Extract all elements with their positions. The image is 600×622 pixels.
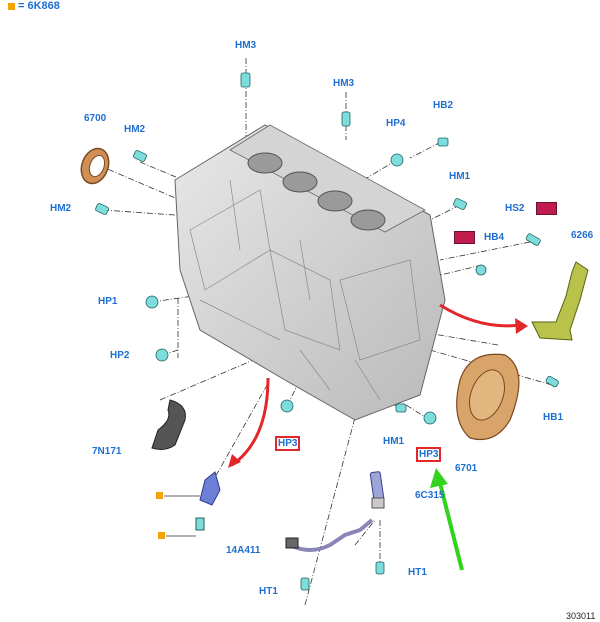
label-hm2: HM2 bbox=[50, 203, 72, 214]
harness-14a411 bbox=[285, 518, 374, 552]
fasteners bbox=[95, 72, 559, 591]
legend: = 6K868 bbox=[8, 0, 60, 12]
label-hm2-top: HM2 bbox=[124, 124, 146, 135]
label-hb1: HB1 bbox=[543, 412, 564, 423]
label-hm3-top: HM3 bbox=[235, 40, 257, 51]
label-6700: 6700 bbox=[84, 113, 107, 124]
redacted-label bbox=[454, 231, 475, 244]
label-ht1-left: HT1 bbox=[259, 586, 278, 597]
label-hp2: HP2 bbox=[110, 350, 130, 361]
label-14a411: 14A411 bbox=[226, 545, 261, 556]
label-6266: 6266 bbox=[571, 230, 594, 241]
label-6c315: 6C315 bbox=[415, 490, 445, 501]
label-hp1: HP1 bbox=[98, 296, 118, 307]
label-ht1-right: HT1 bbox=[408, 567, 427, 578]
marker-6k868 bbox=[156, 492, 165, 539]
label-hb4: HB4 bbox=[484, 232, 505, 243]
cylinder-block bbox=[174, 124, 446, 421]
green-arrow bbox=[430, 468, 464, 571]
red-arrows bbox=[231, 303, 521, 467]
label-hp3-right: HP3 bbox=[416, 447, 442, 462]
label-hm1: HM1 bbox=[383, 436, 405, 447]
label-hp4: HP4 bbox=[386, 118, 406, 129]
redacted-label bbox=[536, 202, 557, 215]
legend-text: = 6K868 bbox=[18, 0, 60, 12]
bracket-6266 bbox=[531, 261, 589, 341]
reference-number: 303011 bbox=[566, 611, 596, 621]
label-hm1-top: HM1 bbox=[449, 171, 471, 182]
label-hm3: HM3 bbox=[333, 78, 355, 89]
seal-6700 bbox=[80, 147, 110, 185]
label-7n171: 7N171 bbox=[92, 446, 122, 457]
shield-7n171 bbox=[151, 399, 186, 450]
arrow-head-down bbox=[228, 454, 241, 468]
seal-retainer-6701 bbox=[456, 353, 520, 441]
label-6701: 6701 bbox=[455, 463, 478, 474]
legend-marker bbox=[8, 2, 15, 10]
arrow-head-right bbox=[515, 318, 528, 334]
sensor-6k868 bbox=[195, 471, 221, 531]
label-hp3-left: HP3 bbox=[275, 436, 301, 451]
label-hb2: HB2 bbox=[433, 100, 454, 111]
sensor-6c315 bbox=[369, 471, 385, 509]
label-hs2: HS2 bbox=[505, 203, 525, 214]
